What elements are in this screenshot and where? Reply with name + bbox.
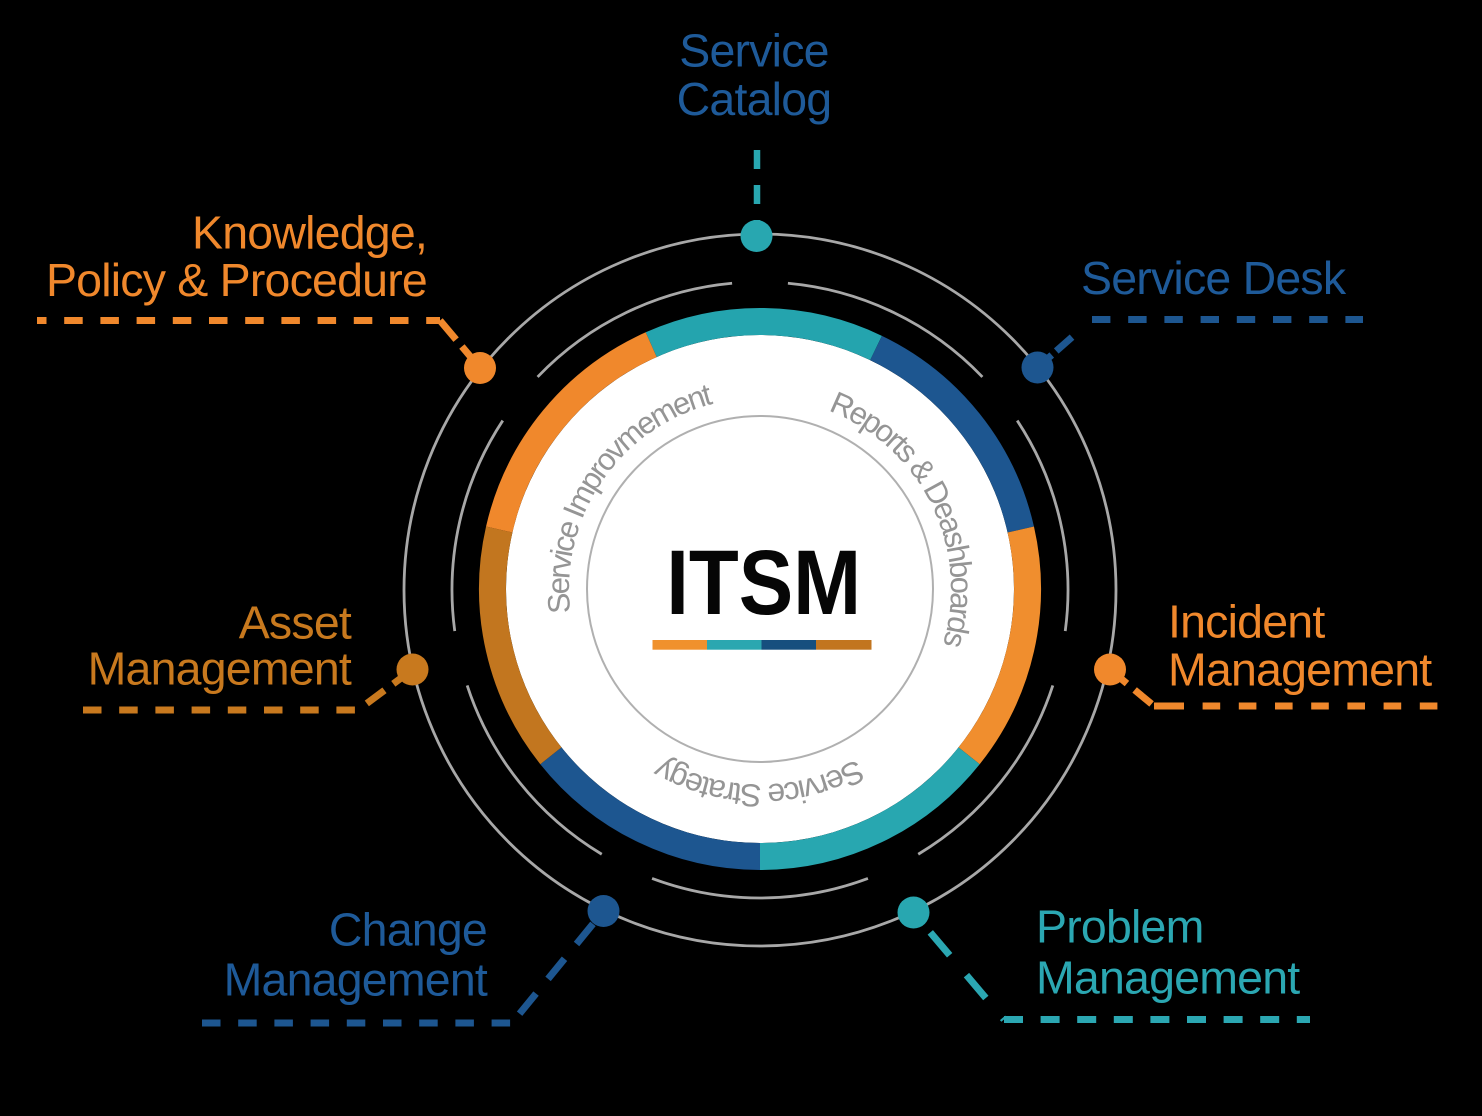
svg-text:Incident: Incident (1168, 596, 1325, 648)
svg-text:ITSM: ITSM (666, 532, 861, 634)
svg-text:Service: Service (679, 25, 828, 77)
svg-text:Policy & Procedure: Policy & Procedure (46, 254, 427, 306)
svg-text:Asset: Asset (239, 597, 352, 649)
svg-text:Service Desk: Service Desk (1081, 252, 1347, 304)
svg-text:Management: Management (1168, 644, 1432, 696)
svg-text:Management: Management (1036, 952, 1300, 1004)
svg-text:Catalog: Catalog (677, 73, 832, 125)
svg-text:Problem: Problem (1036, 901, 1204, 953)
svg-text:Management: Management (224, 954, 488, 1006)
svg-text:Management: Management (88, 643, 352, 695)
svg-text:Change: Change (329, 904, 487, 956)
svg-text:Knowledge,: Knowledge, (192, 207, 427, 259)
